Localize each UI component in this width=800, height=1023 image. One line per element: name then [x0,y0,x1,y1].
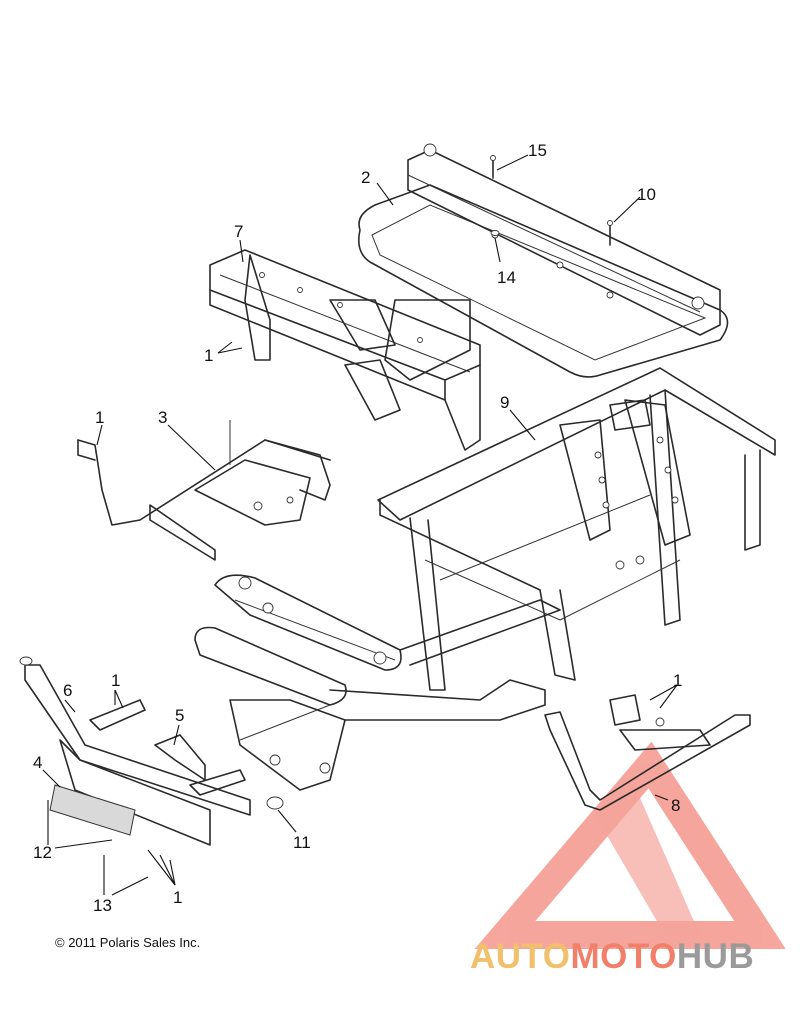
callout-9: 9 [500,393,509,412]
callout-1-seat: 1 [204,346,213,365]
side-bracket [77,420,331,561]
callout-14: 14 [497,268,516,287]
main-frame [377,367,776,691]
bolt-15 [490,155,496,179]
small-bracket [154,734,206,781]
watermark-logo [474,741,786,949]
watermark-segment-hub: HUB [676,937,755,976]
grille [49,784,136,836]
callout-1-bumper: 1 [111,671,120,690]
callout-6: 6 [63,681,72,700]
callout-11: 11 [293,833,311,852]
callout-5: 5 [175,706,184,725]
bolt-10 [607,220,613,246]
seat-frame [209,249,481,451]
callout-4: 4 [33,753,42,772]
callout-7: 7 [234,222,243,241]
callout-10: 10 [637,185,656,204]
callout-12: 12 [33,843,52,862]
callout-3: 3 [158,408,167,427]
leader-lines [42,154,678,896]
callout-1-side: 1 [95,408,104,427]
cargo-box-frame [357,143,729,378]
watermark-segment-moto: MOTO [570,937,677,976]
copyright-notice: © 2011 Polaris Sales Inc. [55,935,201,950]
washer-14 [490,230,500,236]
callout-1-fasteners: 1 [173,888,182,907]
front-bumper [19,656,284,846]
front-chassis [194,574,561,791]
callout-8: 8 [671,796,680,815]
callout-13: 13 [93,896,112,915]
watermark-segment-auto: AUTO [470,937,571,976]
callout-1-rear: 1 [673,671,682,690]
callout-labels: 15 2 10 7 14 1 9 1 3 6 1 1 5 4 8 11 12 1… [33,141,682,915]
watermark-text: AUTOMOTOHUB [470,937,754,977]
rear-side-bracket [544,694,751,811]
callout-15: 15 [528,141,547,160]
callout-2: 2 [361,168,370,187]
